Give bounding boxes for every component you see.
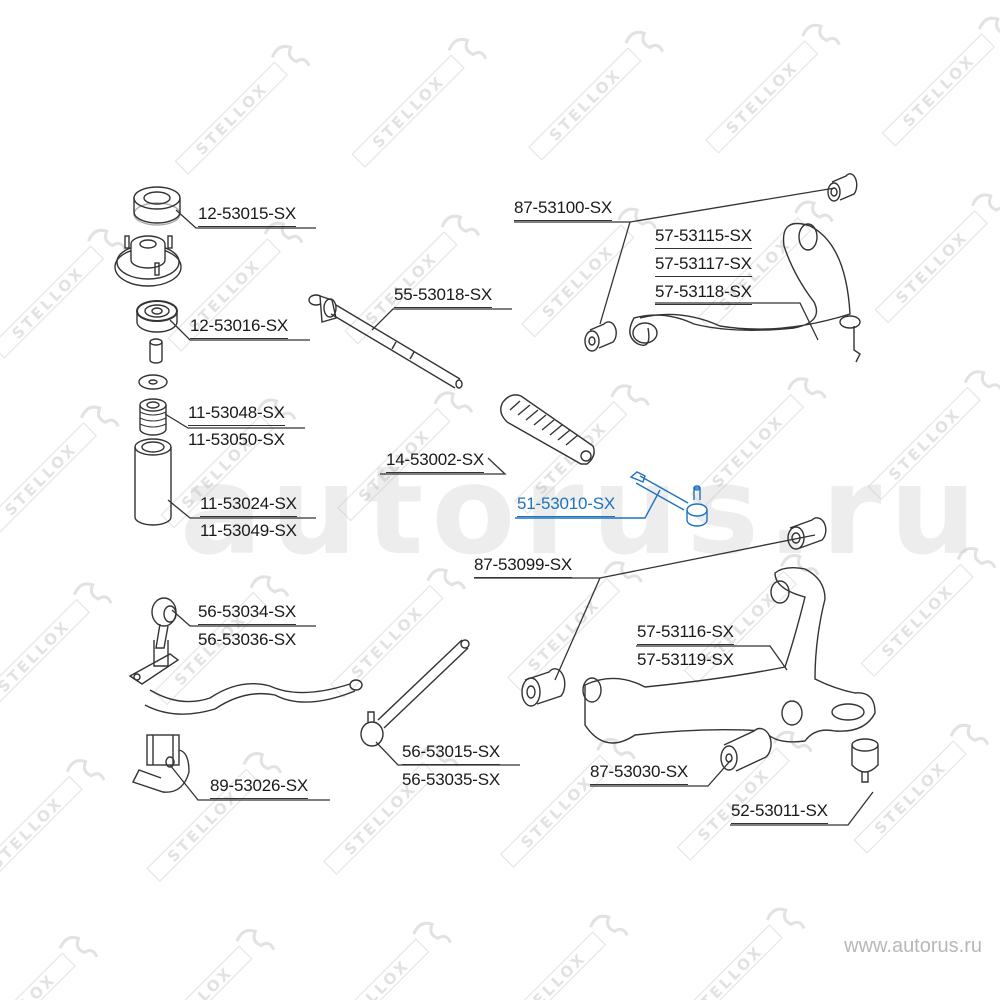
upper-control-arm-drawing[interactable] bbox=[629, 222, 861, 363]
part-label-11-53024[interactable]: 11-53024-SX bbox=[200, 494, 297, 517]
part-label-11-53050[interactable]: 11-53050-SX bbox=[188, 430, 285, 449]
steering-boot-drawing[interactable] bbox=[500, 394, 595, 465]
part-label-56-53034[interactable]: 56-53034-SX bbox=[198, 602, 296, 625]
part-label-14-53002[interactable]: 14-53002-SX bbox=[386, 450, 484, 473]
lower-arm-rear-bushing-drawing[interactable] bbox=[720, 727, 772, 772]
highlight-leader-line bbox=[515, 489, 661, 519]
part-label-87-53099[interactable]: 87-53099-SX bbox=[474, 555, 572, 578]
washer-drawing bbox=[138, 374, 168, 390]
part-label-87-53100[interactable]: 87-53100-SX bbox=[514, 198, 612, 221]
part-label-11-53049[interactable]: 11-53049-SX bbox=[200, 521, 297, 540]
stabilizer-link-drawing[interactable] bbox=[128, 597, 180, 685]
part-label-56-53015[interactable]: 56-53015-SX bbox=[402, 742, 500, 765]
stabilizer-bar-drawing bbox=[144, 679, 363, 715]
bump-stop-drawing[interactable] bbox=[139, 398, 167, 436]
lower-arm-bushing-drawing[interactable] bbox=[521, 517, 827, 707]
strut-mount-bearing-drawing[interactable] bbox=[133, 186, 181, 226]
part-label-56-53036[interactable]: 56-53036-SX bbox=[198, 630, 296, 649]
dust-boot-drawing[interactable] bbox=[134, 438, 172, 526]
upper-arm-bushing-drawing[interactable] bbox=[584, 173, 858, 352]
part-label-11-53048[interactable]: 11-53048-SX bbox=[188, 403, 285, 426]
part-label-87-53030[interactable]: 87-53030-SX bbox=[590, 762, 688, 785]
part-label-89-53026[interactable]: 89-53026-SX bbox=[210, 776, 308, 799]
inner-tie-rod-drawing[interactable] bbox=[308, 294, 463, 389]
leader-lines bbox=[164, 187, 874, 826]
part-label-51-53010-highlighted[interactable]: 51-53010-SX bbox=[517, 494, 615, 517]
part-label-12-53016[interactable]: 12-53016-SX bbox=[190, 316, 288, 339]
ball-joint-drawing[interactable] bbox=[851, 738, 879, 783]
footer-site-url: www.autorus.ru bbox=[844, 935, 982, 957]
part-label-57-53116[interactable]: 57-53116-SX bbox=[637, 622, 734, 645]
stabilizer-bushing-drawing[interactable] bbox=[132, 734, 190, 793]
strut-top-mount-drawing bbox=[114, 235, 182, 287]
part-label-57-53118[interactable]: 57-53118-SX bbox=[655, 282, 752, 305]
tie-rod-end-drawing[interactable] bbox=[629, 471, 708, 527]
part-label-12-53015[interactable]: 12-53015-SX bbox=[198, 204, 296, 227]
stabilizer-link-rod-drawing[interactable] bbox=[360, 639, 470, 747]
part-label-57-53119[interactable]: 57-53119-SX bbox=[637, 650, 734, 669]
part-label-55-53018[interactable]: 55-53018-SX bbox=[394, 285, 492, 308]
part-label-57-53117[interactable]: 57-53117-SX bbox=[655, 254, 752, 277]
part-label-56-53035[interactable]: 56-53035-SX bbox=[402, 770, 500, 789]
part-label-57-53115[interactable]: 57-53115-SX bbox=[655, 226, 752, 249]
part-label-52-53011[interactable]: 52-53011-SX bbox=[731, 801, 828, 824]
spacer-sleeve-drawing bbox=[149, 338, 163, 364]
strut-bearing-drawing[interactable] bbox=[136, 300, 178, 333]
